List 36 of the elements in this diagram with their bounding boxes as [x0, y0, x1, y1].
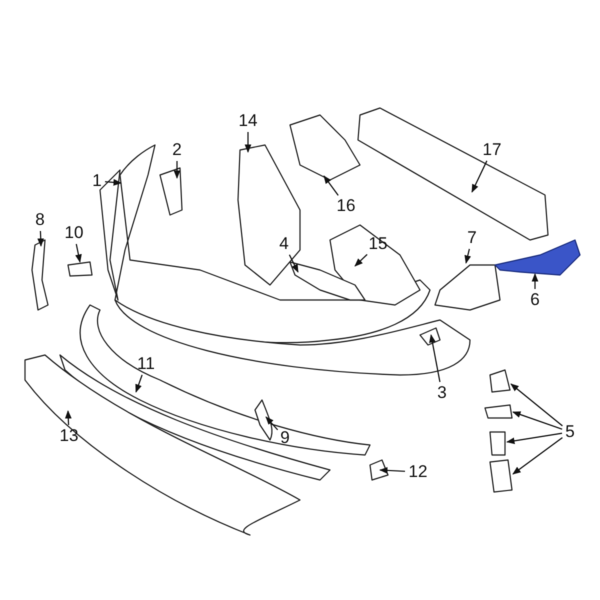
leader-line	[265, 416, 278, 430]
callout-number: 2	[165, 141, 189, 159]
callout-number: 9	[273, 429, 297, 447]
callout-number: 8	[28, 211, 52, 229]
callout-number: 11	[134, 355, 158, 373]
leader-line	[324, 175, 339, 196]
leader-line	[506, 432, 562, 444]
callout-number: 14	[236, 112, 260, 130]
callout-number: 17	[480, 141, 504, 159]
callout-number: 10	[62, 224, 86, 242]
leader-line	[471, 160, 488, 193]
callout-number: 4	[272, 235, 296, 253]
leader-line	[510, 383, 563, 426]
callout-number: 7	[460, 229, 484, 247]
leader-line	[512, 411, 562, 430]
leader-line	[288, 254, 299, 273]
leader-line	[104, 179, 122, 186]
leader-line	[532, 273, 538, 289]
leader-line	[379, 467, 406, 474]
leader-line	[64, 410, 72, 426]
callout-number: 16	[334, 197, 358, 215]
callout-number: 3	[430, 384, 454, 402]
callout-number: 1	[85, 172, 109, 190]
leader-line	[512, 437, 563, 474]
leader-line	[135, 374, 143, 393]
callout-number: 15	[366, 235, 390, 253]
leader-line	[464, 248, 472, 264]
leader-line	[37, 230, 44, 247]
leader-line	[75, 244, 82, 263]
callout-number: 5	[558, 423, 582, 441]
callout-number: 6	[523, 291, 547, 309]
callout-number: 12	[406, 463, 430, 481]
leader-line	[354, 254, 368, 267]
leader-line	[174, 161, 180, 179]
callout-number: 13	[57, 427, 81, 445]
leader-line	[244, 132, 252, 153]
